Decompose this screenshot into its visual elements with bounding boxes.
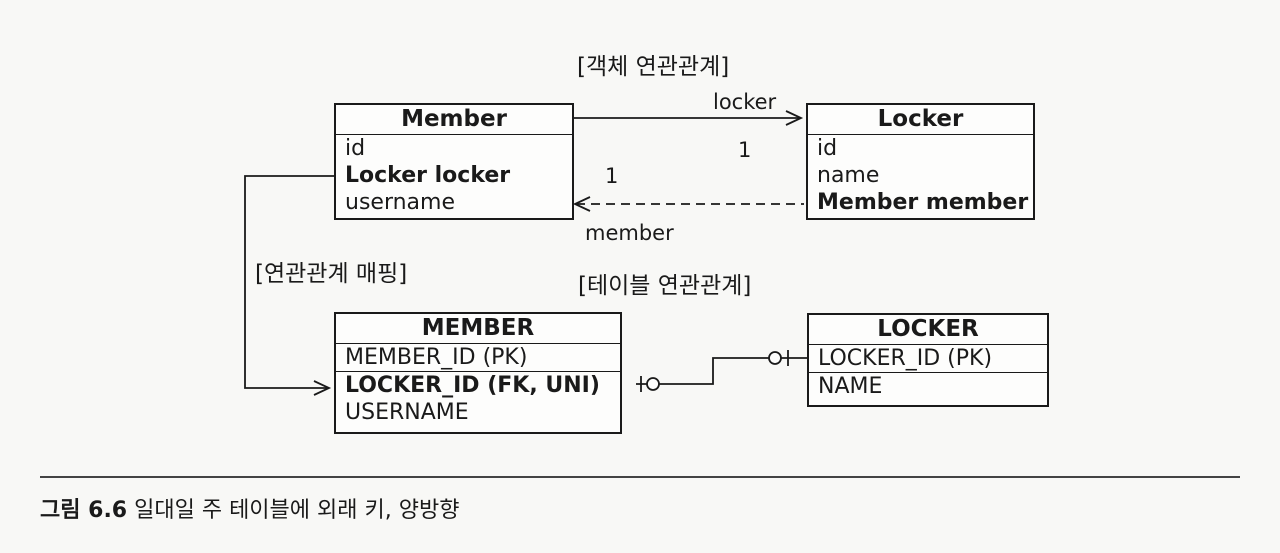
locker-arrowhead — [785, 110, 804, 126]
mapping-label: [연관관계 매핑] — [255, 261, 408, 287]
caption-number: 그림 6.6 — [40, 498, 128, 523]
figure-caption: 그림 6.6 일대일 주 테이블에 외래 키, 양방향 — [40, 492, 459, 524]
object-relation-title: [객체 연관관계] — [577, 54, 730, 80]
caption-text: 일대일 주 테이블에 외래 키, 양방향 — [127, 498, 460, 523]
locker-multiplicity: 1 — [738, 138, 752, 162]
caption-divider — [40, 476, 1240, 478]
member-multiplicity: 1 — [605, 164, 619, 188]
locker-entity-title: Locker — [808, 105, 1033, 135]
mapping-arrowhead — [313, 380, 332, 396]
member-field-id: id — [345, 136, 366, 161]
member-table-username: USERNAME — [345, 400, 469, 425]
locker-field-id: id — [817, 136, 838, 161]
locker-table-pk: LOCKER_ID (PK) — [809, 345, 1047, 373]
member-table-pk: MEMBER_ID (PK) — [336, 344, 620, 372]
member-entity-box: Member id Locker locker username — [334, 103, 574, 220]
locker-table-title: LOCKER — [809, 315, 1047, 345]
member-arrowhead — [572, 196, 591, 212]
locker-table-box: LOCKER LOCKER_ID (PK) NAME — [807, 313, 1049, 407]
member-field-username: username — [345, 190, 455, 215]
member-table-box: MEMBER MEMBER_ID (PK) LOCKER_ID (FK, UNI… — [334, 312, 622, 434]
member-table-fk: LOCKER_ID (FK, UNI) — [345, 373, 600, 398]
locker-field-name: name — [817, 163, 880, 188]
member-association-label: member — [585, 221, 674, 245]
locker-field-member: Member member — [817, 190, 1029, 215]
member-side-circle — [646, 377, 660, 391]
locker-association-label: locker — [713, 90, 777, 114]
member-field-locker: Locker locker — [345, 163, 511, 188]
locker-side-circle — [768, 351, 782, 365]
member-table-title: MEMBER — [336, 314, 620, 344]
locker-entity-box: Locker id name Member member — [806, 103, 1035, 220]
locker-table-name: NAME — [818, 374, 883, 399]
table-relation-title: [테이블 연관관계] — [578, 273, 752, 299]
mapping-line — [244, 175, 334, 389]
member-entity-title: Member — [336, 105, 572, 135]
table-relation-line — [636, 357, 807, 385]
